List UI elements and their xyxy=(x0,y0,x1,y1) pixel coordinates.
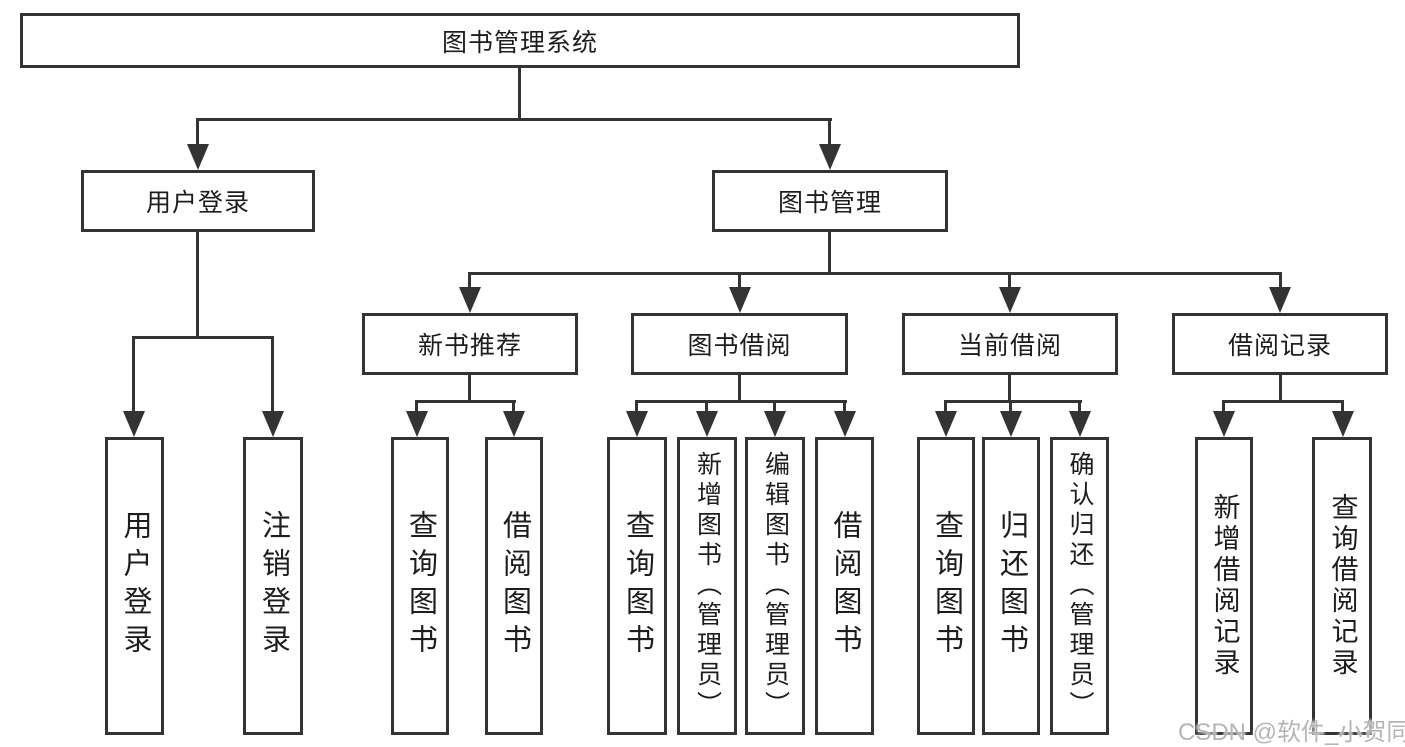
connector-drop-new-book-recommend xyxy=(468,272,471,289)
node-new-book-recommend: 新书推荐 xyxy=(362,313,578,375)
leaf-add-books-admin-label: 新增图书（管理员） xyxy=(693,451,722,721)
node-borrow-records-label: 借阅记录 xyxy=(1227,332,1332,360)
connector-drop-user-login xyxy=(196,118,199,146)
node-current-borrow: 当前借阅 xyxy=(902,313,1118,375)
leaf-borrow-books-recommend: 借阅图书 xyxy=(485,437,543,735)
arrowhead xyxy=(696,411,718,437)
connector-root-stem xyxy=(518,68,521,121)
arrowhead xyxy=(503,411,525,437)
node-borrow-records: 借阅记录 xyxy=(1172,313,1388,375)
node-new-book-recommend-label: 新书推荐 xyxy=(417,332,522,360)
connector-drop xyxy=(944,400,947,413)
connector-user-login-rail xyxy=(132,336,274,339)
node-book-borrow: 图书借阅 xyxy=(631,313,848,375)
node-book-management-label: 图书管理 xyxy=(777,189,882,217)
arrowhead xyxy=(1332,411,1354,437)
connector-user-login-stem xyxy=(196,232,199,336)
leaf-edit-books-admin-label: 编辑图书（管理员） xyxy=(761,451,790,721)
node-book-management: 图书管理 xyxy=(712,170,948,232)
connector-book-management-rail xyxy=(468,272,1282,275)
arrowhead xyxy=(187,144,209,170)
leaf-add-borrow-record-label: 新增借阅记录 xyxy=(1209,493,1240,679)
connector-drop xyxy=(635,400,638,413)
connector-drop-book-management xyxy=(828,118,831,146)
connector-new-book-recommend-stem xyxy=(468,375,471,402)
connector-drop xyxy=(1078,400,1081,413)
arrowhead xyxy=(729,287,751,313)
leaf-query-books-recommend-label: 查询图书 xyxy=(404,510,437,662)
connector-new-book-recommend-rail xyxy=(415,400,516,403)
node-user-login-label: 用户登录 xyxy=(145,189,250,217)
leaf-query-borrow-record-label: 查询借阅记录 xyxy=(1327,493,1358,679)
watermark: CSDN @软件_小贺同学 xyxy=(1178,719,1405,746)
leaf-confirm-return-admin: 确认归还（管理员） xyxy=(1050,437,1109,735)
connector-book-borrow-stem xyxy=(738,375,741,402)
connector-drop xyxy=(415,400,418,413)
arrowhead xyxy=(1069,411,1091,437)
leaf-query-borrow-record: 查询借阅记录 xyxy=(1312,437,1372,735)
arrowhead xyxy=(834,411,856,437)
leaf-logout-label: 注销登录 xyxy=(257,510,290,662)
connector-drop xyxy=(1009,400,1012,413)
connector-drop-leaf-user-login xyxy=(132,336,135,413)
leaf-borrow-books-label: 借阅图书 xyxy=(829,510,861,662)
leaf-user-login: 用户登录 xyxy=(105,437,164,735)
leaf-add-borrow-record: 新增借阅记录 xyxy=(1195,437,1253,735)
connector-borrow-records-rail xyxy=(1222,400,1344,403)
arrowhead xyxy=(1000,411,1022,437)
connector-root-rail xyxy=(196,118,832,121)
leaf-query-books-borrow: 查询图书 xyxy=(607,437,667,735)
connector-drop xyxy=(1222,400,1225,413)
connector-drop-leaf-logout xyxy=(271,336,274,413)
arrowhead xyxy=(819,144,841,170)
connector-drop xyxy=(512,400,515,413)
connector-drop-current-borrow xyxy=(1008,272,1011,289)
leaf-user-login-label: 用户登录 xyxy=(119,510,151,662)
node-book-borrow-label: 图书借阅 xyxy=(687,332,792,360)
node-current-borrow-label: 当前借阅 xyxy=(957,332,1062,360)
leaf-edit-books-admin: 编辑图书（管理员） xyxy=(745,437,805,735)
arrowhead xyxy=(1269,287,1291,313)
connector-drop xyxy=(705,400,708,413)
arrowhead xyxy=(262,411,284,437)
connector-book-borrow-rail xyxy=(635,400,847,403)
leaf-borrow-books: 借阅图书 xyxy=(815,437,874,735)
connector-drop xyxy=(1341,400,1344,413)
connector-drop xyxy=(773,400,776,413)
arrowhead xyxy=(406,411,428,437)
node-library-system: 图书管理系统 xyxy=(20,13,1020,68)
arrowhead xyxy=(626,411,648,437)
leaf-add-books-admin: 新增图书（管理员） xyxy=(677,437,737,735)
arrowhead xyxy=(1213,411,1235,437)
connector-current-borrow-rail xyxy=(944,400,1082,403)
connector-drop xyxy=(843,400,846,413)
node-user-login: 用户登录 xyxy=(81,170,315,232)
connector-drop-borrow-records xyxy=(1279,272,1282,289)
arrowhead xyxy=(123,411,145,437)
arrowhead xyxy=(999,287,1021,313)
node-library-system-label: 图书管理系统 xyxy=(441,28,598,57)
leaf-return-books-label: 归还图书 xyxy=(995,510,1028,662)
arrowhead xyxy=(459,287,481,313)
connector-book-management-stem xyxy=(828,232,831,274)
leaf-query-books-current-label: 查询图书 xyxy=(930,510,963,662)
leaf-logout: 注销登录 xyxy=(243,437,303,735)
leaf-borrow-books-recommend-label: 借阅图书 xyxy=(498,510,531,662)
leaf-query-books-recommend: 查询图书 xyxy=(391,437,449,735)
arrowhead xyxy=(764,411,786,437)
connector-borrow-records-stem xyxy=(1279,375,1282,402)
leaf-confirm-return-admin-label: 确认归还（管理员） xyxy=(1066,451,1094,721)
leaf-query-books-borrow-label: 查询图书 xyxy=(621,510,654,662)
connector-drop-book-borrow xyxy=(738,272,741,289)
leaf-return-books: 归还图书 xyxy=(982,437,1040,735)
connector-current-borrow-stem xyxy=(1008,375,1011,402)
leaf-query-books-current: 查询图书 xyxy=(917,437,975,735)
arrowhead xyxy=(935,411,957,437)
